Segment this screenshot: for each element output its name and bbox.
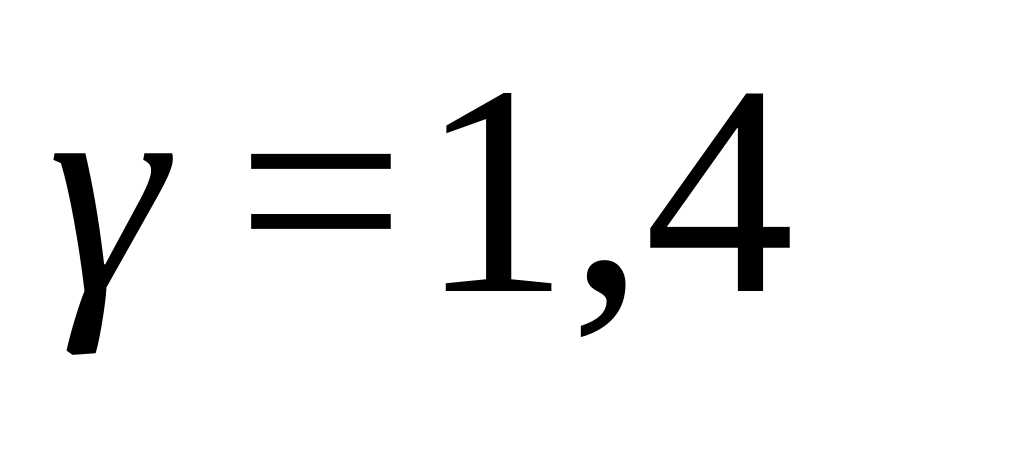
formula-symbol: γ — [48, 24, 167, 356]
formula-value: 1,4 — [419, 24, 795, 356]
formula-operator: = — [236, 24, 406, 356]
formula-expression: γ = 1,4 — [48, 40, 794, 340]
